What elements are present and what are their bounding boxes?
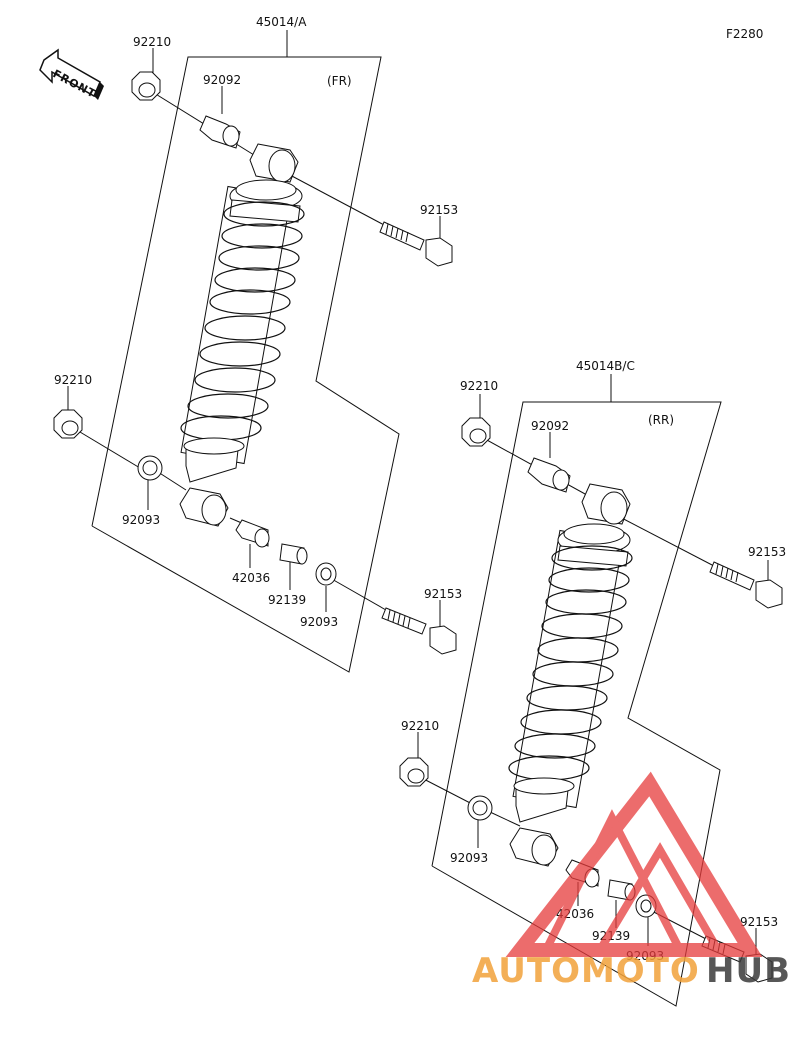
rear-callout-nut-bottom: 92210 (401, 719, 439, 733)
front-bolt-top (379, 221, 453, 267)
front-callout-bushing-top: 92092 (203, 73, 241, 87)
front-lower-collar (183, 437, 245, 483)
rear-spring (508, 545, 633, 781)
rear-callout-bolt-bottom: 92153 (740, 915, 778, 929)
rear-assembly-number: 45014B/C (576, 359, 635, 373)
rear-nut-bottom (399, 757, 429, 787)
rear-lower-collar (513, 777, 575, 823)
rear-position-label: (RR) (648, 413, 674, 427)
rear-callout-bolt-top: 92153 (748, 545, 786, 559)
rear-top-eye (581, 483, 631, 525)
rear-callout-seal-left: 92093 (450, 851, 488, 865)
front-assembly-number: 45014/A (256, 15, 307, 29)
rear-bolt-top (709, 561, 783, 609)
rear-bushing-top (527, 457, 571, 493)
front-callout-nut-top: 92210 (133, 35, 171, 49)
front-callout-bushing-bottom: 92139 (268, 593, 306, 607)
front-spring (180, 201, 305, 441)
front-position-label: (FR) (327, 74, 352, 88)
watermark-text-hub: HUB (706, 951, 791, 991)
rear-callout-bushing-top: 92092 (531, 419, 569, 433)
front-bottom-eye (179, 487, 229, 527)
front-callout-bolt-top: 92153 (420, 203, 458, 217)
rear-callout-nut-top: 92210 (460, 379, 498, 393)
front-callout-nut-bottom: 92210 (54, 373, 92, 387)
front-callout-seal-right: 92093 (300, 615, 338, 629)
front-nut-top (131, 71, 161, 101)
diagram-id: F2280 (726, 27, 763, 41)
front-shock-body (180, 179, 303, 465)
front-callout-bolt-bottom: 92153 (424, 587, 462, 601)
front-seal-right (315, 562, 337, 586)
watermark-logo (505, 771, 763, 957)
front-nut-bottom (53, 409, 83, 439)
front-bushing-top (199, 115, 241, 149)
front-bushing-bottom (279, 543, 308, 565)
rear-shock-body (512, 523, 631, 809)
front-shock-assembly: 45014/A (FR) (53, 15, 462, 673)
rear-bottom-eye (509, 827, 559, 867)
rear-seal-left (467, 795, 493, 821)
watermark-text-automoto: AUTOMOTO (472, 951, 700, 991)
front-bolt-bottom (381, 607, 457, 655)
front-callout-sleeve: 42036 (232, 571, 270, 585)
front-sleeve (235, 519, 270, 548)
front-seal-left (137, 455, 163, 481)
rear-nut-top (461, 417, 491, 447)
front-arrow-icon: FRONT (39, 48, 104, 101)
front-callout-seal-left: 92093 (122, 513, 160, 527)
front-top-eye (249, 143, 299, 183)
